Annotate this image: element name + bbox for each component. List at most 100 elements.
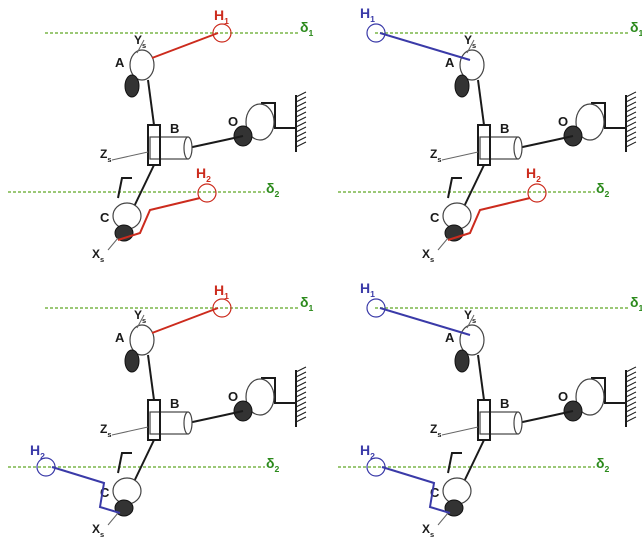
- wall-hatch: [295, 121, 307, 128]
- delta1-label: δ1: [300, 19, 314, 38]
- h1-link: [379, 307, 471, 336]
- wall-hatch: [295, 381, 307, 388]
- delta2-label: δ2: [596, 180, 610, 199]
- joint-c-label: C: [100, 210, 110, 225]
- wall-hatch: [625, 386, 637, 393]
- wall-hatch: [625, 371, 637, 378]
- joint-b-end: [513, 136, 523, 160]
- h2-label: H2: [196, 165, 211, 184]
- wall-hatch: [295, 371, 307, 378]
- joint-a-label: A: [445, 330, 455, 345]
- zs-axis: [111, 151, 149, 161]
- wall-hatch: [625, 136, 637, 143]
- joint-o-housing: [245, 103, 275, 141]
- wall-hatch: [625, 416, 637, 423]
- h2-link: [381, 466, 451, 514]
- joint-a-housing: [459, 324, 485, 356]
- joint-a-disc: [124, 349, 140, 373]
- joint-b-label: B: [170, 396, 179, 411]
- h1-label: H1: [360, 5, 375, 24]
- h1-label: H1: [214, 282, 229, 301]
- h1-label: H1: [214, 7, 229, 26]
- delta2-label: δ2: [266, 455, 280, 474]
- link-c-bracket: [447, 177, 462, 199]
- link-ba: [147, 354, 155, 401]
- wall-hatch: [625, 116, 637, 123]
- wall-hatch: [295, 406, 307, 413]
- h1-marker: [366, 23, 386, 43]
- xs-axis: [107, 512, 119, 526]
- zs-axis: [441, 151, 479, 161]
- h2-label: H2: [360, 442, 375, 461]
- wall-hatch: [295, 396, 307, 403]
- joint-b-end: [513, 411, 523, 435]
- joint-c-label: C: [430, 210, 440, 225]
- xs-label: Xs: [92, 247, 104, 264]
- zs-axis: [111, 426, 149, 436]
- wall-hatch: [295, 411, 307, 418]
- ys-label: Ys: [134, 308, 146, 325]
- joint-c-label: C: [430, 485, 440, 500]
- wall-hatch: [295, 111, 307, 118]
- wall-hatch: [625, 366, 637, 373]
- ys-label: Ys: [134, 33, 146, 50]
- wall-hatch: [295, 126, 307, 133]
- wall-hatch: [625, 96, 637, 103]
- joint-a-label: A: [115, 55, 125, 70]
- joint-o-housing: [575, 378, 605, 416]
- ys-axis: [136, 39, 145, 54]
- zs-label: Zs: [430, 422, 441, 439]
- wall-hatch: [295, 141, 307, 148]
- wall-hatch: [625, 91, 637, 98]
- joint-o-housing: [575, 103, 605, 141]
- wall-hatch: [625, 406, 637, 413]
- h1-label: H1: [360, 280, 375, 299]
- joint-c-label: C: [100, 485, 110, 500]
- joint-b-label: B: [500, 396, 509, 411]
- wall-hatch: [295, 106, 307, 113]
- joint-o-label: O: [558, 114, 568, 129]
- h2-link: [117, 197, 201, 241]
- wall-hatch: [625, 126, 637, 133]
- joint-b-label: B: [500, 121, 509, 136]
- h2-marker: [366, 457, 386, 477]
- wall-hatch: [625, 376, 637, 383]
- xs-axis: [437, 512, 449, 526]
- h1-marker: [212, 23, 232, 43]
- joint-b-label: B: [170, 121, 179, 136]
- wall-hatch: [625, 396, 637, 403]
- h2-link: [51, 466, 121, 514]
- wall-hatch: [295, 131, 307, 138]
- link-ba: [477, 79, 485, 126]
- wall-hatch: [625, 121, 637, 128]
- link-ob: [517, 410, 574, 424]
- wall-hatch: [295, 416, 307, 423]
- link-ba: [477, 354, 485, 401]
- wall-hatch: [295, 376, 307, 383]
- link-c-bracket: [447, 452, 462, 474]
- xs-label: Xs: [92, 522, 104, 539]
- zs-axis: [441, 426, 479, 436]
- joint-b-cylinder: [479, 136, 519, 160]
- joint-o-label: O: [558, 389, 568, 404]
- h2-marker: [36, 457, 56, 477]
- h1-link: [379, 32, 471, 61]
- zs-label: Zs: [100, 422, 111, 439]
- h2-marker: [527, 183, 547, 203]
- wall-hatch: [625, 411, 637, 418]
- h2-label: H2: [30, 442, 45, 461]
- xs-axis: [437, 237, 449, 251]
- joint-o-label: O: [228, 389, 238, 404]
- wall-hatch: [295, 391, 307, 398]
- joint-a-disc: [454, 349, 470, 373]
- wall-hatch: [625, 111, 637, 118]
- wall-hatch: [625, 401, 637, 408]
- wall-hatch: [625, 106, 637, 113]
- link-ob: [187, 135, 244, 149]
- link-c-bracket: [117, 177, 132, 199]
